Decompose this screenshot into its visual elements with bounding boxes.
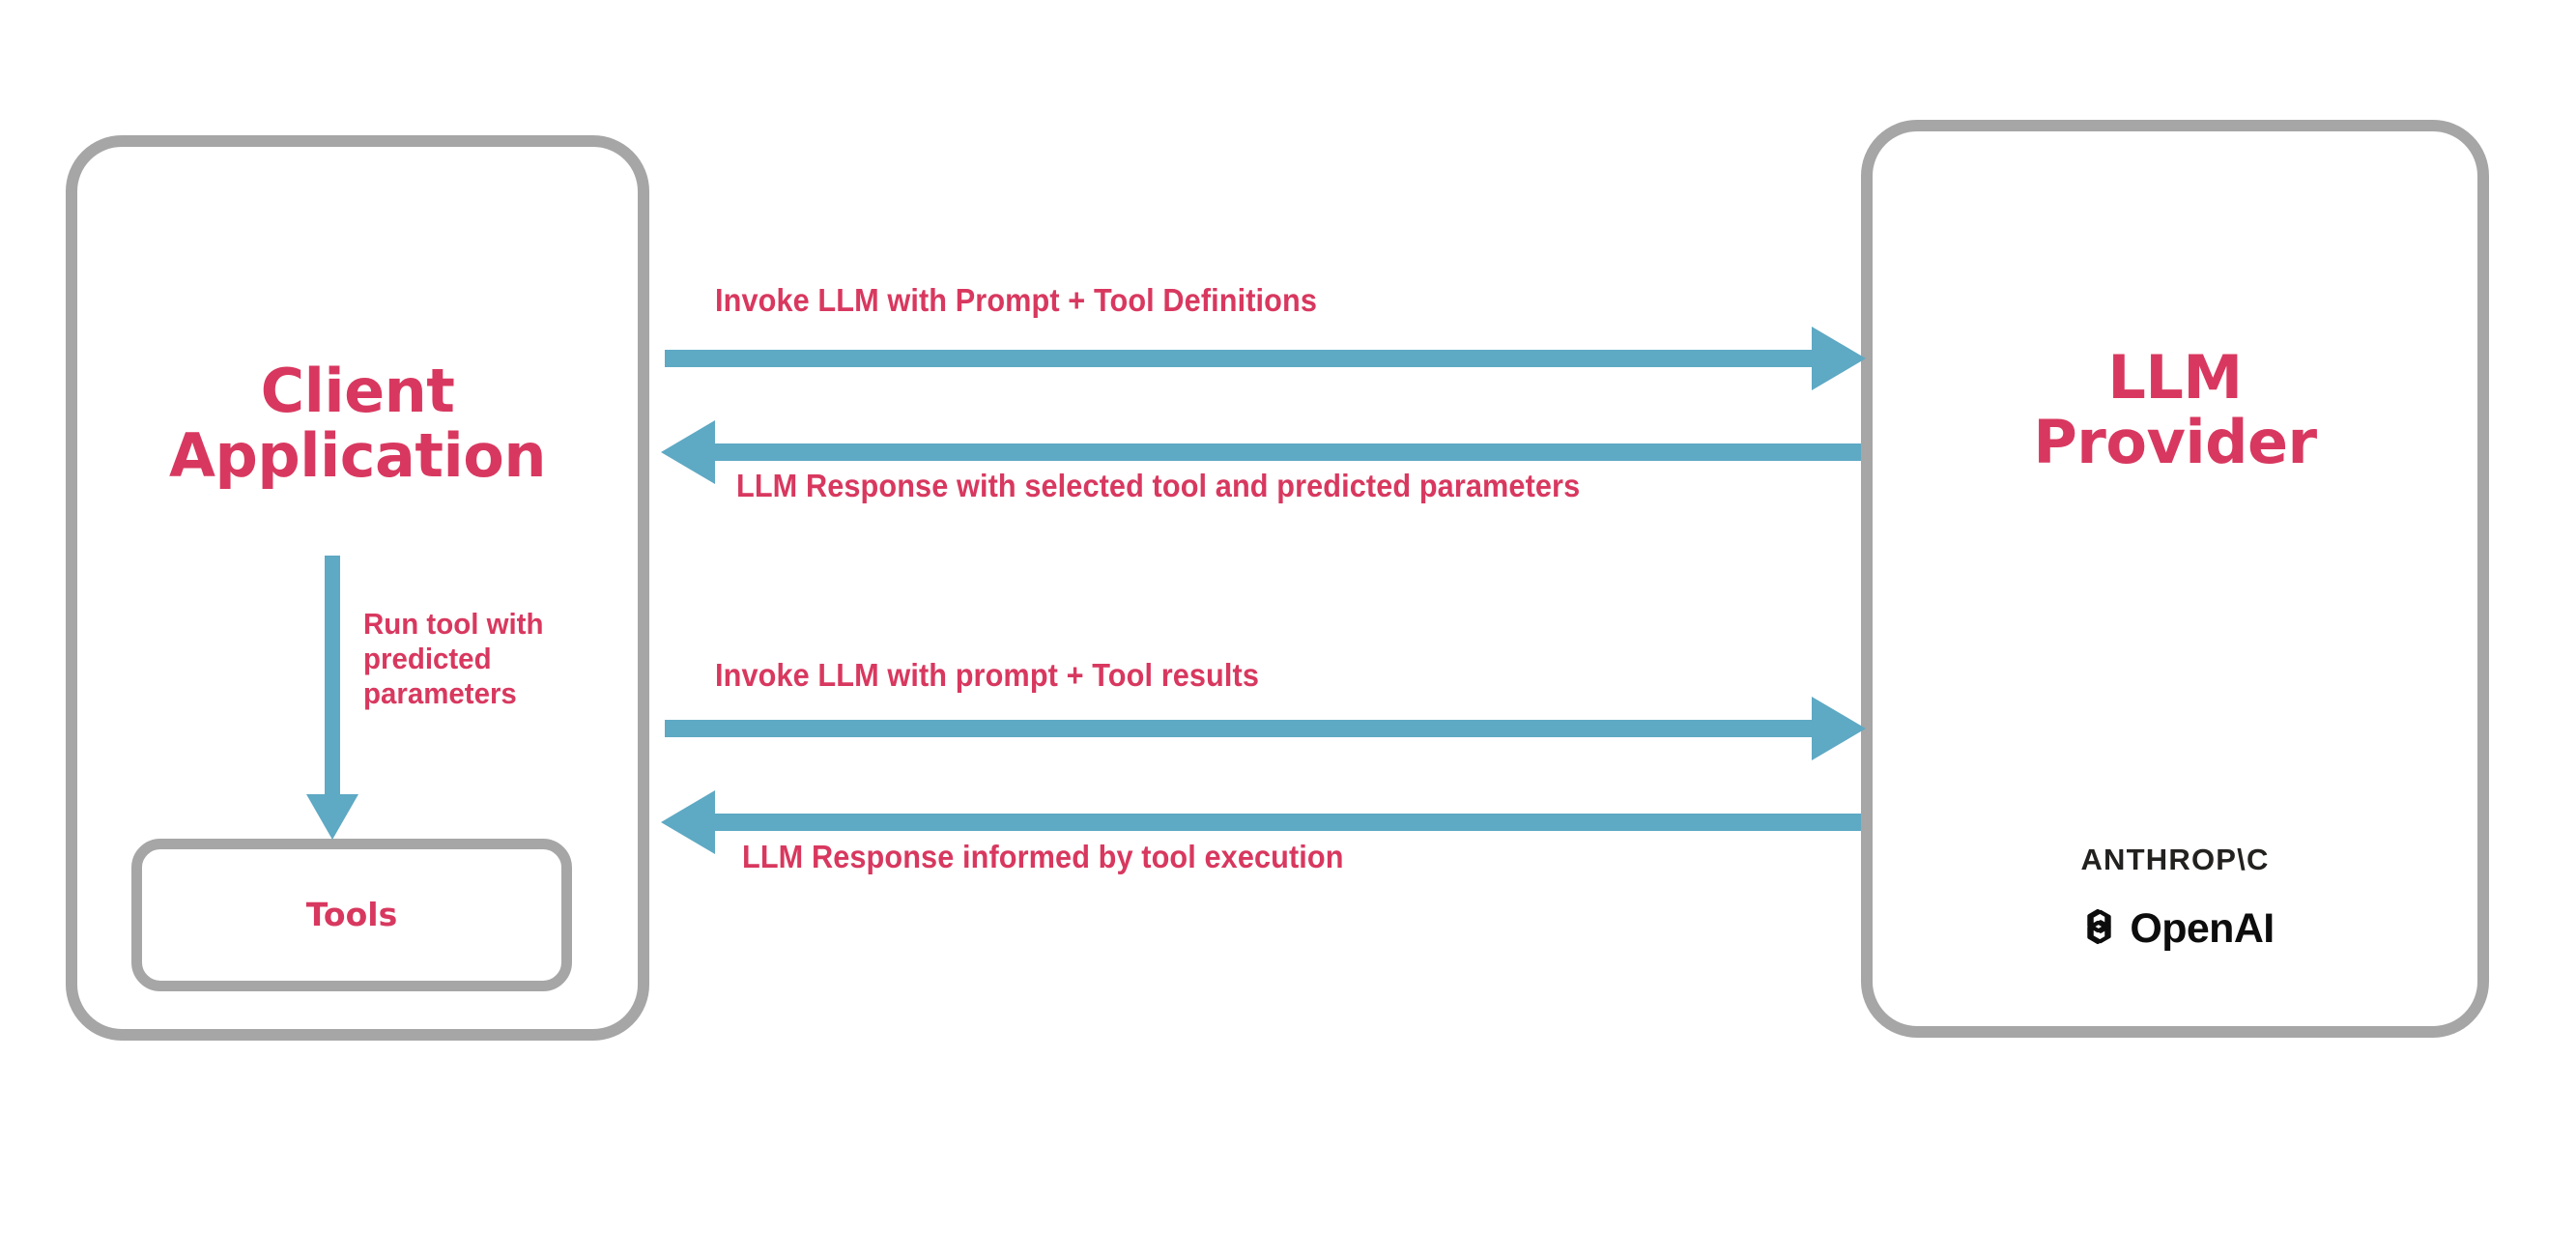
run-tool-flow-label: Run tool with predicted parameters xyxy=(363,607,544,710)
flow-label-llm-response-selected-tool: LLM Response with selected tool and pred… xyxy=(736,468,1581,503)
flow-label-invoke-llm-prompt-tool-results: Invoke LLM with prompt + Tool results xyxy=(715,657,1259,693)
anthropic-logo: ANTHROP\C xyxy=(2080,843,2270,876)
tools-box xyxy=(131,839,572,991)
arrow-flow-3 xyxy=(665,697,1866,760)
openai-logo: OpenAI xyxy=(1861,904,2489,954)
flow-label-llm-response-informed-by-tool-execution: LLM Response informed by tool execution xyxy=(742,839,1344,874)
llm-provider-box xyxy=(1861,120,2489,1038)
openai-wordmark: OpenAI xyxy=(2130,905,2275,952)
openai-flower-icon xyxy=(2075,904,2120,954)
flow-label-invoke-llm-prompt-tool-definitions: Invoke LLM with Prompt + Tool Definition… xyxy=(715,282,1318,318)
llm-provider-label: LLM Provider xyxy=(2033,342,2317,477)
tools-label: Tools xyxy=(305,896,398,933)
client-application-label: Client Application xyxy=(169,356,546,491)
arrow-flow-1 xyxy=(665,327,1866,390)
